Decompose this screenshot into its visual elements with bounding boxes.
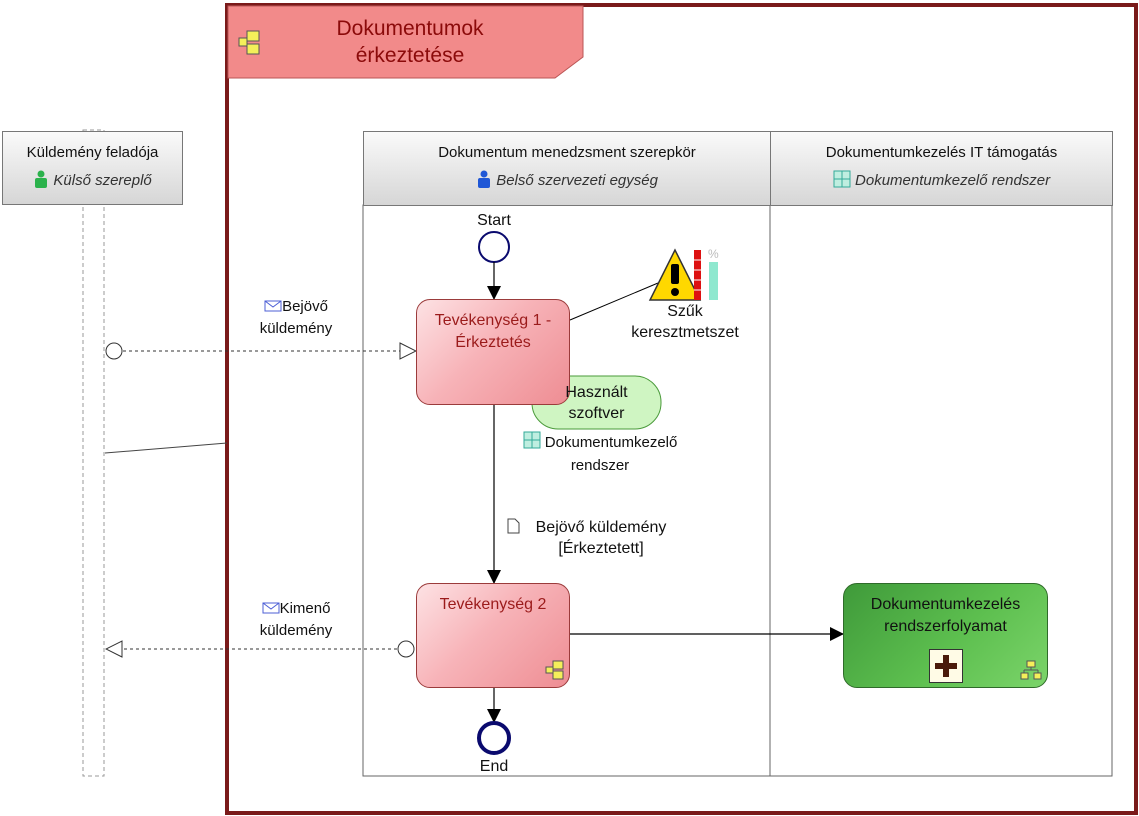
start-event[interactable] [478, 231, 510, 263]
external-lane-subtitle: Külső szereplő [53, 171, 152, 189]
incoming-message-label: Bejövő küldemény [259, 298, 333, 337]
end-event-label: End [479, 758, 509, 775]
system-icon [833, 170, 851, 192]
subprocess-label: Dokumentumkezelés rendszerfolyamat [870, 596, 1021, 635]
message-flow-incoming-source [105, 342, 123, 360]
end-event[interactable] [477, 721, 511, 755]
lane-header-it[interactable]: Dokumentumkezelés IT támogatás Dokumentu… [770, 131, 1113, 206]
data-object-icon [507, 518, 520, 534]
task-2-label: Tevékenység 2 [439, 596, 547, 613]
task-1-label: Tevékenység 1 - Érkeztetés [434, 312, 552, 351]
subprocess[interactable]: Dokumentumkezelés rendszerfolyamat [843, 583, 1048, 688]
risk-level-icon: % [694, 247, 719, 300]
lane-it-subtitle: Dokumentumkezelő rendszer [855, 171, 1051, 189]
system-icon [523, 431, 541, 455]
message-flow-outgoing-source [397, 640, 415, 658]
subprocess-icon [545, 660, 565, 687]
person-green-icon [33, 170, 49, 192]
software-label: Dokumentumkezelő rendszer [544, 433, 678, 474]
envelope-icon [264, 297, 282, 318]
outgoing-message-label: Kimenő küldemény [259, 600, 333, 639]
pool-title: Dokumentumok érkeztetése [336, 17, 484, 67]
external-lane-header[interactable]: Küldemény feladója Külső szereplő [2, 131, 183, 205]
pool-process-icon [238, 30, 262, 61]
lifeline-connector [104, 442, 228, 454]
lane-header-role[interactable]: Dokumentum menedzsment szerepkör Belső s… [363, 131, 771, 206]
task-1[interactable]: Tevékenység 1 - Érkeztetés [416, 299, 570, 405]
lane-body-it [769, 204, 1113, 777]
risk-label: Szűk keresztmetszet [631, 303, 739, 341]
risk-association [569, 282, 659, 321]
task-2[interactable]: Tevékenység 2 [416, 583, 570, 688]
lane-role-subtitle: Belső szervezeti egység [496, 171, 658, 189]
pool-label-tab [227, 5, 584, 79]
expand-plus-icon[interactable] [929, 649, 963, 683]
start-event-label: Start [477, 212, 511, 229]
lane-it-title: Dokumentumkezelés IT támogatás [825, 144, 1058, 161]
envelope-icon [262, 599, 280, 620]
process-tree-icon [1020, 660, 1042, 687]
external-lane-title: Küldemény feladója [26, 144, 159, 161]
lane-role-title: Dokumentum menedzsment szerepkör [438, 144, 696, 161]
svg-text:%: % [708, 247, 719, 261]
pool-border [225, 3, 1138, 815]
warning-icon [648, 248, 702, 301]
lane-body-role [362, 204, 771, 777]
external-lifeline [82, 129, 105, 777]
data-object-state: [Érkeztetett] [558, 540, 644, 557]
software-bubble-label: Használt szoftver [565, 384, 628, 422]
data-object-name: Bejövő küldemény [535, 519, 667, 536]
person-blue-icon [476, 170, 492, 192]
